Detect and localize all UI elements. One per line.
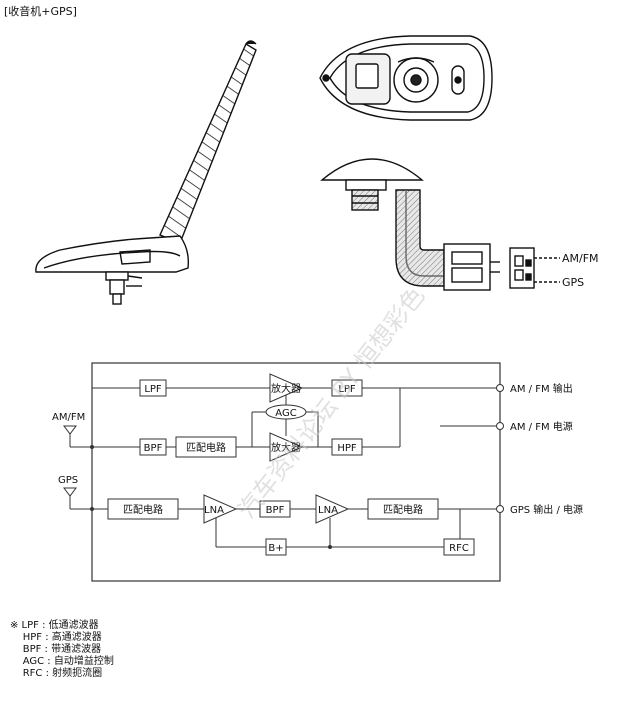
output-label-amfm-power: AM / FM 电源 xyxy=(510,420,573,433)
block-lpf-in-label: LPF xyxy=(144,384,162,395)
block-agc-label: AGC xyxy=(275,408,296,419)
antenna-dome-assembly xyxy=(320,158,560,291)
block-match-gps-in-label: 匹配电路 xyxy=(123,503,163,516)
block-bplus-label: B+ xyxy=(268,543,283,554)
block-rfc-label: RFC xyxy=(449,543,469,554)
block-lna2 xyxy=(315,494,350,524)
block-amp1-label: 放大器 xyxy=(271,382,301,395)
block-lna2-label: LNA xyxy=(318,505,338,516)
block-hpf-label: HPF xyxy=(337,443,357,454)
block-hpf xyxy=(331,438,363,456)
block-amp2-label: 放大器 xyxy=(271,441,301,454)
block-rfc xyxy=(443,538,475,556)
connector-label-gps: GPS xyxy=(562,276,584,289)
block-bpf-gps-label: BPF xyxy=(266,505,285,516)
block-bpf-amfm xyxy=(139,438,167,456)
legend-line: BPF : 带通滤波器 xyxy=(10,644,102,655)
diagram-wires xyxy=(69,387,497,548)
block-lpf-out-label: LPF xyxy=(338,384,356,395)
legend-line: HPF : 高通滤波器 xyxy=(10,632,102,643)
block-lpf-out xyxy=(331,379,363,397)
page-title: [收音机+GPS] xyxy=(4,5,77,18)
block-match-gps-in xyxy=(107,498,179,520)
watermark: 汽车资料论坛 BY 恒想彩色 xyxy=(233,282,431,524)
input-label-amfm: AM/FM xyxy=(52,412,85,423)
output-label-gps-out: GPS 输出 / 电源 xyxy=(510,503,583,516)
block-match-amfm-label: 匹配电路 xyxy=(186,441,226,454)
terminal-amfm-out xyxy=(496,384,504,392)
amfm-antenna-icon xyxy=(63,425,77,435)
block-match-amfm xyxy=(175,436,237,458)
block-lpf-in xyxy=(139,379,167,397)
block-lna1-label: LNA xyxy=(204,505,224,516)
block-match-gps-out xyxy=(367,498,439,520)
block-amp1 xyxy=(269,373,304,403)
antenna-mast xyxy=(159,42,257,244)
legend-line: AGC : 自动增益控制 xyxy=(10,656,114,667)
terminal-gps-out xyxy=(496,505,504,513)
gps-antenna-icon xyxy=(63,487,77,497)
antenna-bottom-view xyxy=(319,35,493,121)
legend-line: ※ LPF : 低通滤波器 xyxy=(10,620,99,631)
output-label-amfm-out: AM / FM 输出 xyxy=(510,382,573,395)
antenna-side-view xyxy=(35,40,257,305)
input-label-gps: GPS xyxy=(58,475,78,486)
block-bpf-gps xyxy=(259,500,291,518)
block-diagram: AM/FM GPS LPF 放大器 LPF AGC BPF 匹配电路 放大器 xyxy=(52,362,583,582)
legend-line: RFC : 射频扼流圈 xyxy=(10,668,103,679)
block-agc xyxy=(265,404,307,420)
connector-label-amfm: AM/FM xyxy=(562,252,599,265)
block-amp2 xyxy=(269,432,304,462)
block-lna1 xyxy=(203,494,238,524)
diagram-frame xyxy=(91,362,501,582)
terminal-amfm-power xyxy=(496,422,504,430)
block-match-gps-out-label: 匹配电路 xyxy=(383,503,423,516)
legend: ※ LPF : 低通滤波器 HPF : 高通滤波器 BPF : 带通滤波器 AG… xyxy=(10,620,114,680)
block-bpf-amfm-label: BPF xyxy=(144,443,163,454)
block-bplus xyxy=(265,538,287,556)
